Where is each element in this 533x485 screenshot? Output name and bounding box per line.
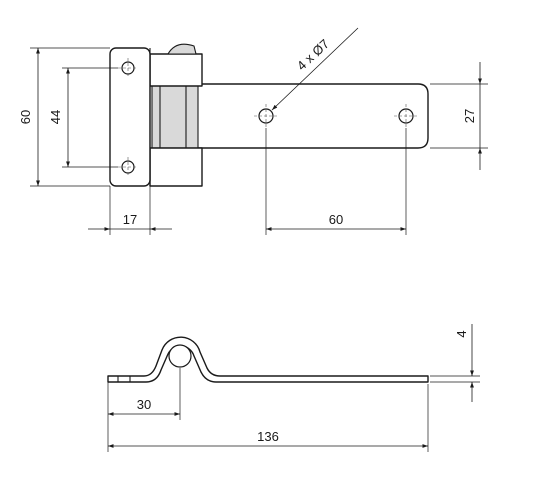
pin-head: [167, 43, 197, 55]
top-view: 60 44 17 60: [18, 27, 488, 235]
dim-hole-spacing-horizontal-label: 60: [329, 212, 343, 227]
knuckle-lower: [149, 147, 203, 187]
dim-thickness: 4: [430, 324, 480, 402]
dim-strap-height: 27: [430, 62, 488, 170]
hole-strap-left: [254, 104, 278, 128]
dim-leaf-width-label: 17: [123, 212, 137, 227]
hinge-profile: [107, 336, 429, 383]
dim-overall-length-label: 136: [257, 429, 279, 444]
dim-overall-length: 136: [108, 384, 429, 452]
dim-hole-spacing-vertical-label: 44: [48, 110, 63, 124]
knuckle-upper: [149, 53, 203, 87]
hole-top-left: [118, 58, 138, 78]
side-view: 4 30 136: [107, 324, 480, 452]
hole-bottom-left: [118, 157, 138, 177]
dim-overall-height: 60: [18, 47, 110, 187]
dim-pin-offset: 30: [107, 368, 181, 452]
dim-thickness-label: 4: [454, 330, 469, 337]
dim-strap-height-label: 27: [462, 109, 477, 123]
hinge-pin: [168, 344, 192, 368]
knuckle: [151, 83, 199, 149]
hole-strap-right: [394, 104, 418, 128]
dim-overall-height-label: 60: [18, 110, 33, 124]
hole-callout-label: 4 x Ø7: [294, 36, 332, 73]
strap-leaf: [195, 83, 429, 149]
dim-pin-offset-label: 30: [137, 397, 151, 412]
dim-leaf-width: 17: [88, 186, 172, 235]
dim-hole-spacing-horizontal: 60: [265, 128, 407, 235]
dim-hole-spacing-vertical: 44: [48, 67, 118, 168]
